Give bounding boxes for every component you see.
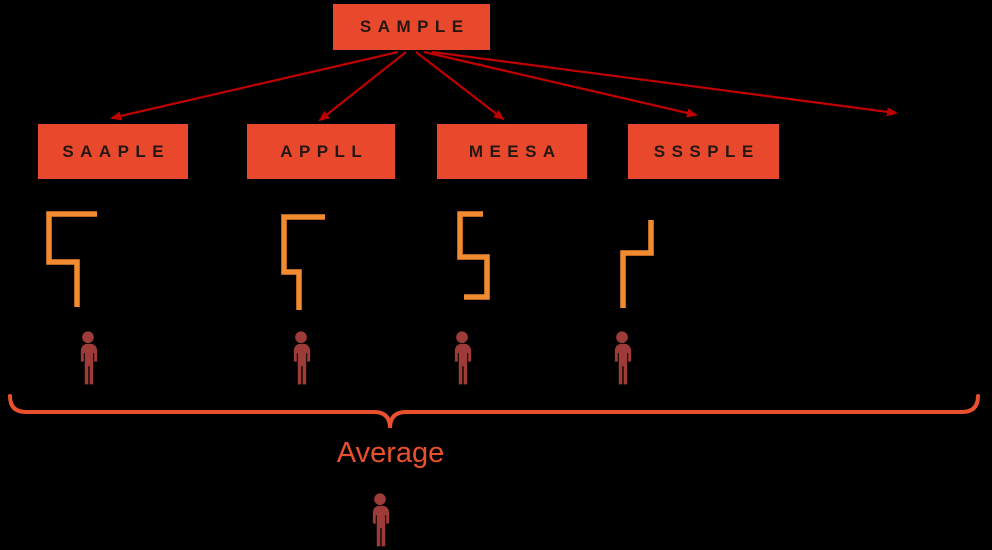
person-icon-2 [288, 330, 314, 386]
zigzag-connector-1 [46, 211, 97, 307]
bootstrap-sample-box-2: APPLL [247, 124, 395, 179]
arrow-to-appll [318, 51, 407, 122]
person-icon-3 [449, 330, 475, 386]
person-icon-1 [75, 330, 101, 386]
arrow-to-saaple [110, 50, 399, 121]
arrow-to-sssple [423, 50, 698, 118]
zigzag-connector-3 [457, 211, 490, 300]
zigzag-connector-4 [620, 220, 654, 308]
arrow-to-meesa [415, 51, 505, 121]
bootstrap-sample-box-4: SSSPLE [628, 124, 779, 179]
person-icon-4 [609, 330, 635, 386]
sample-box: SAMPLE [333, 4, 490, 50]
arrow-to-more-samples [431, 50, 898, 117]
average-brace [8, 394, 980, 429]
average-label: Average [336, 437, 445, 469]
zigzag-connector-2 [281, 214, 325, 310]
bootstrap-sample-box-3: MEESA [437, 124, 587, 179]
brace-path [8, 394, 980, 429]
average-person-icon [367, 492, 393, 548]
bootstrap-sample-box-1: SAAPLE [38, 124, 188, 179]
